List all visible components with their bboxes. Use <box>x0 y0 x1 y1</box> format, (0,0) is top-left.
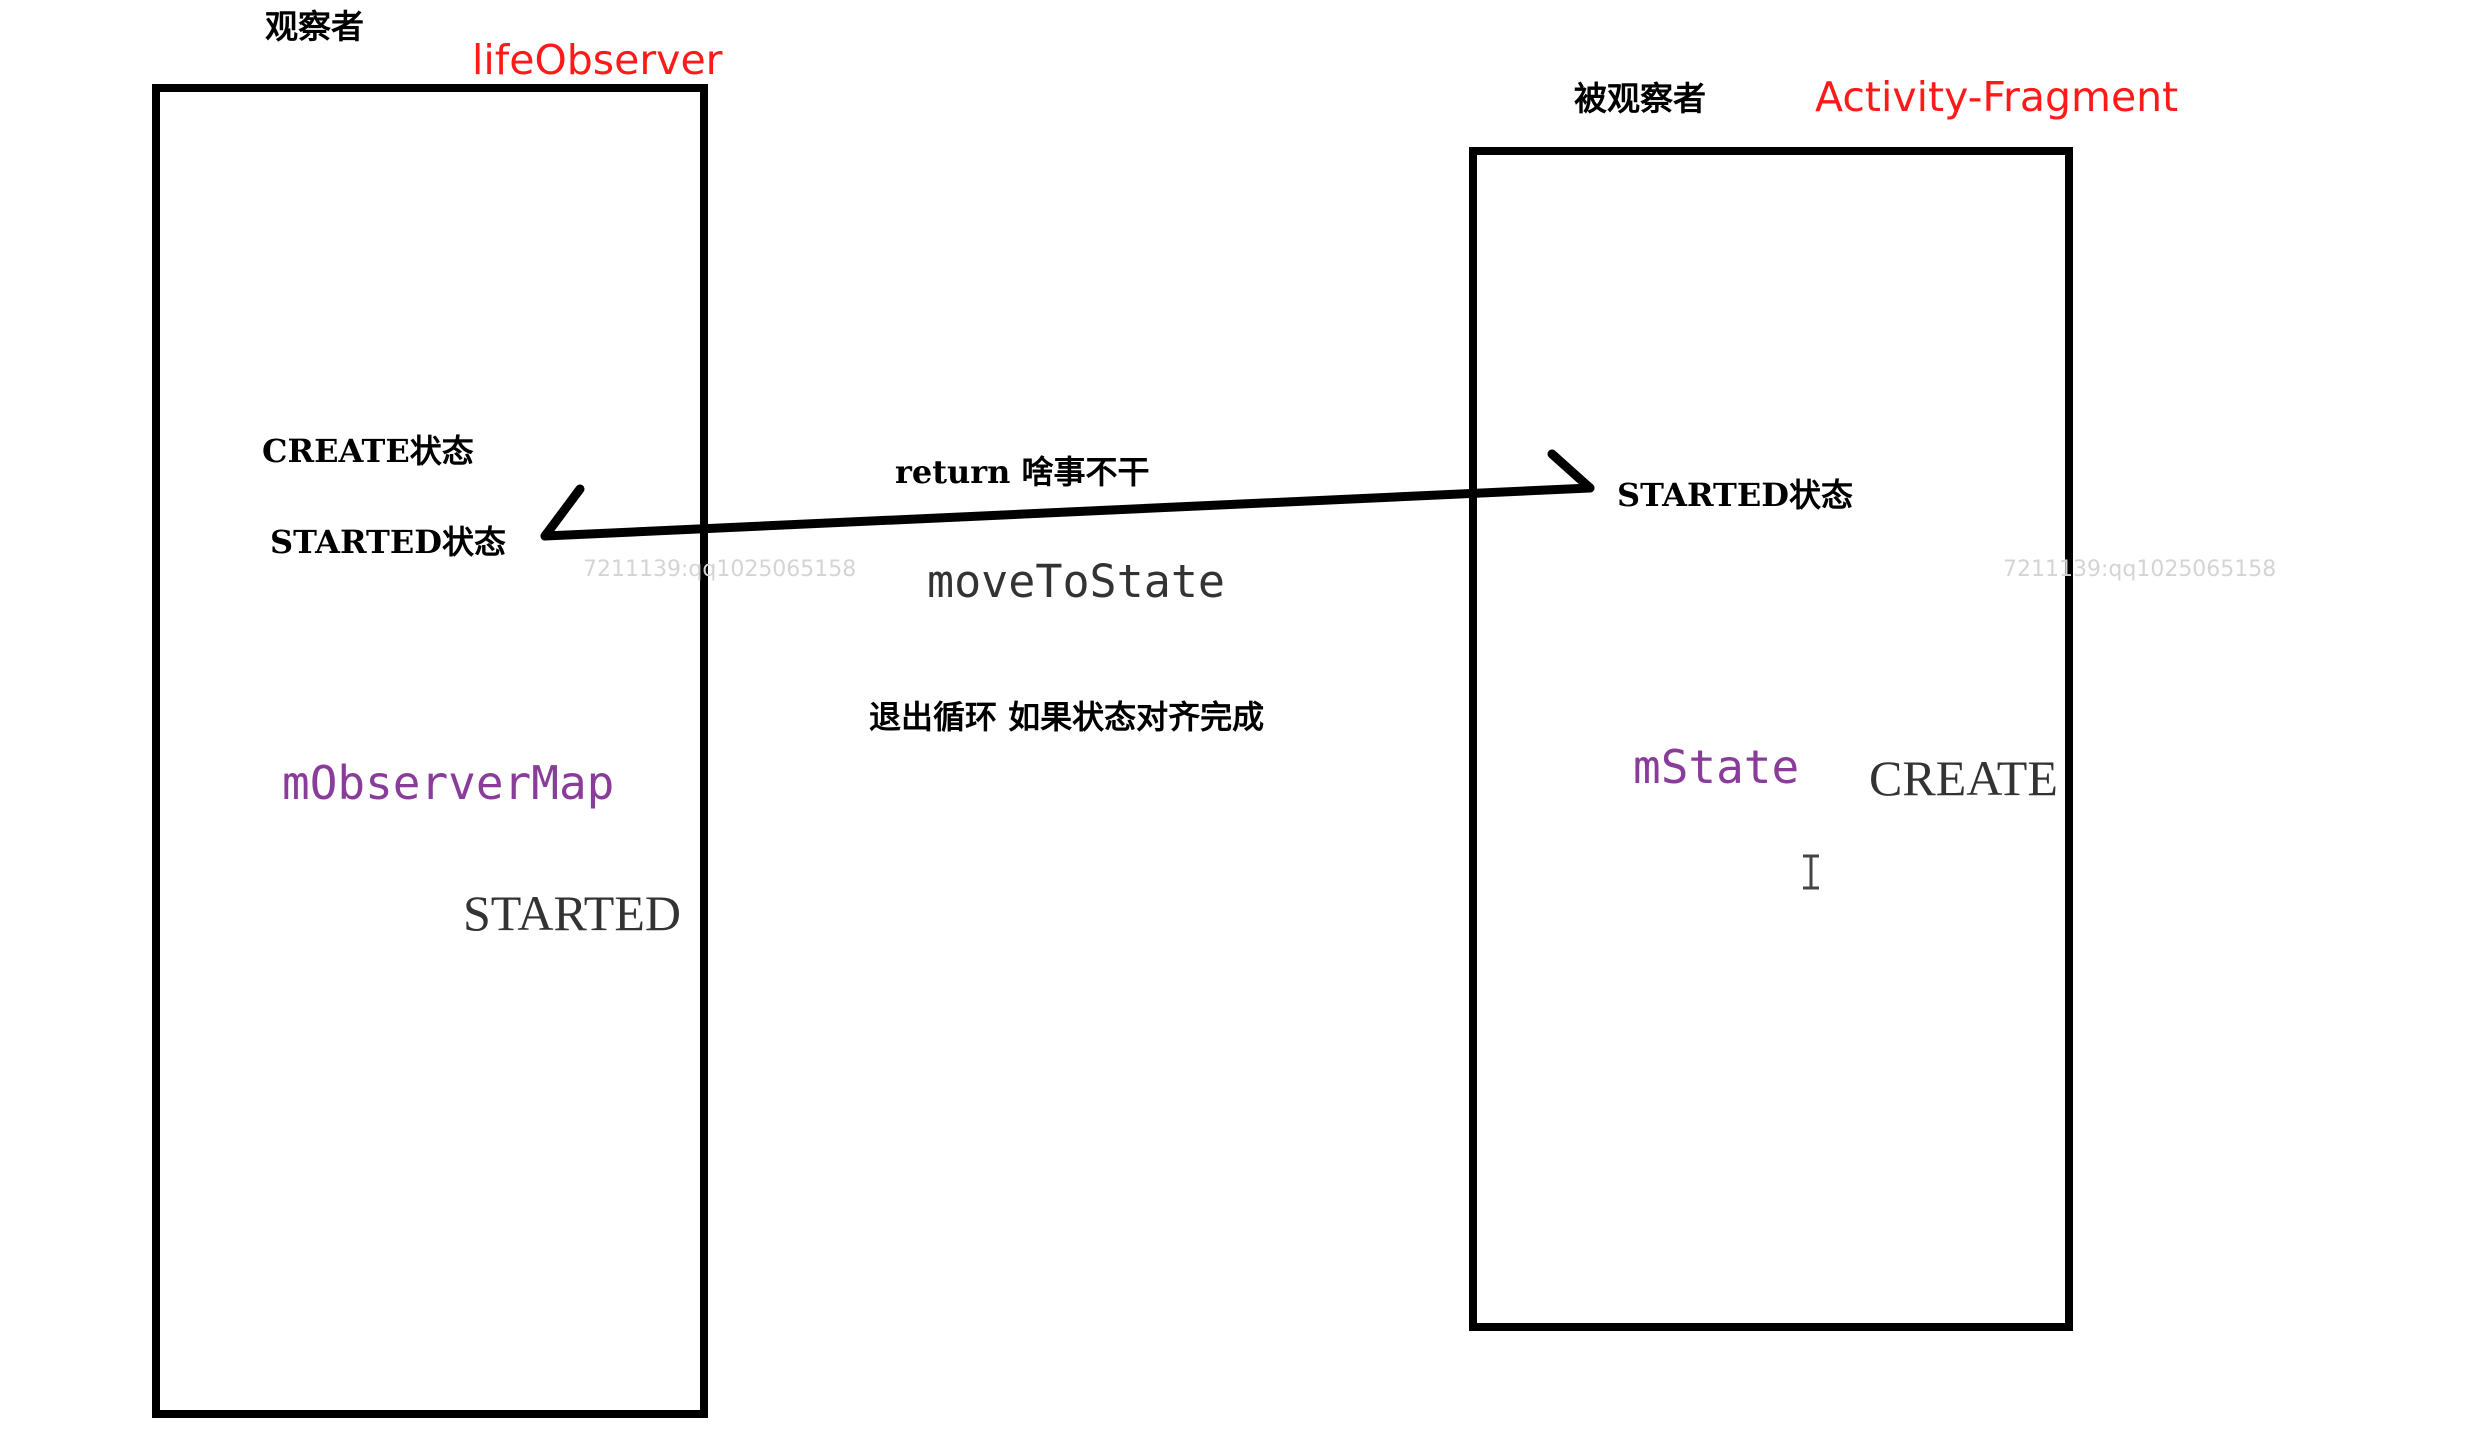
observed-state-started: STARTED状态 <box>1617 476 1853 514</box>
observer-map-value: STARTED <box>463 885 681 941</box>
transition-method: moveToState <box>927 555 1226 608</box>
transition-return-note: return 啥事不干 <box>895 453 1150 491</box>
observed-state-value: CREATE <box>1869 750 2058 806</box>
observed-title: 被观察者 <box>1574 79 1706 118</box>
arrow-tick-right <box>1547 449 1595 493</box>
arrow-line <box>540 483 1595 541</box>
arrow-head-left <box>540 484 585 541</box>
observed-subtitle: Activity-Fragment <box>1815 73 2179 121</box>
observer-box <box>152 84 708 1418</box>
observed-state-name: mState <box>1633 740 1800 794</box>
watermark-left: 7211139:qq1025065158 <box>583 557 857 582</box>
observer-state-started: STARTED状态 <box>270 523 506 561</box>
observer-map-name: mObserverMap <box>282 756 615 810</box>
observed-box <box>1469 147 2073 1331</box>
watermark-right: 7211139:qq1025065158 <box>2003 557 2277 582</box>
observer-subtitle: lifeObserver <box>472 36 723 84</box>
transition-exit-note: 退出循环 如果状态对齐完成 <box>869 698 1265 736</box>
observer-state-create: CREATE状态 <box>262 432 474 470</box>
observer-title: 观察者 <box>265 7 364 46</box>
